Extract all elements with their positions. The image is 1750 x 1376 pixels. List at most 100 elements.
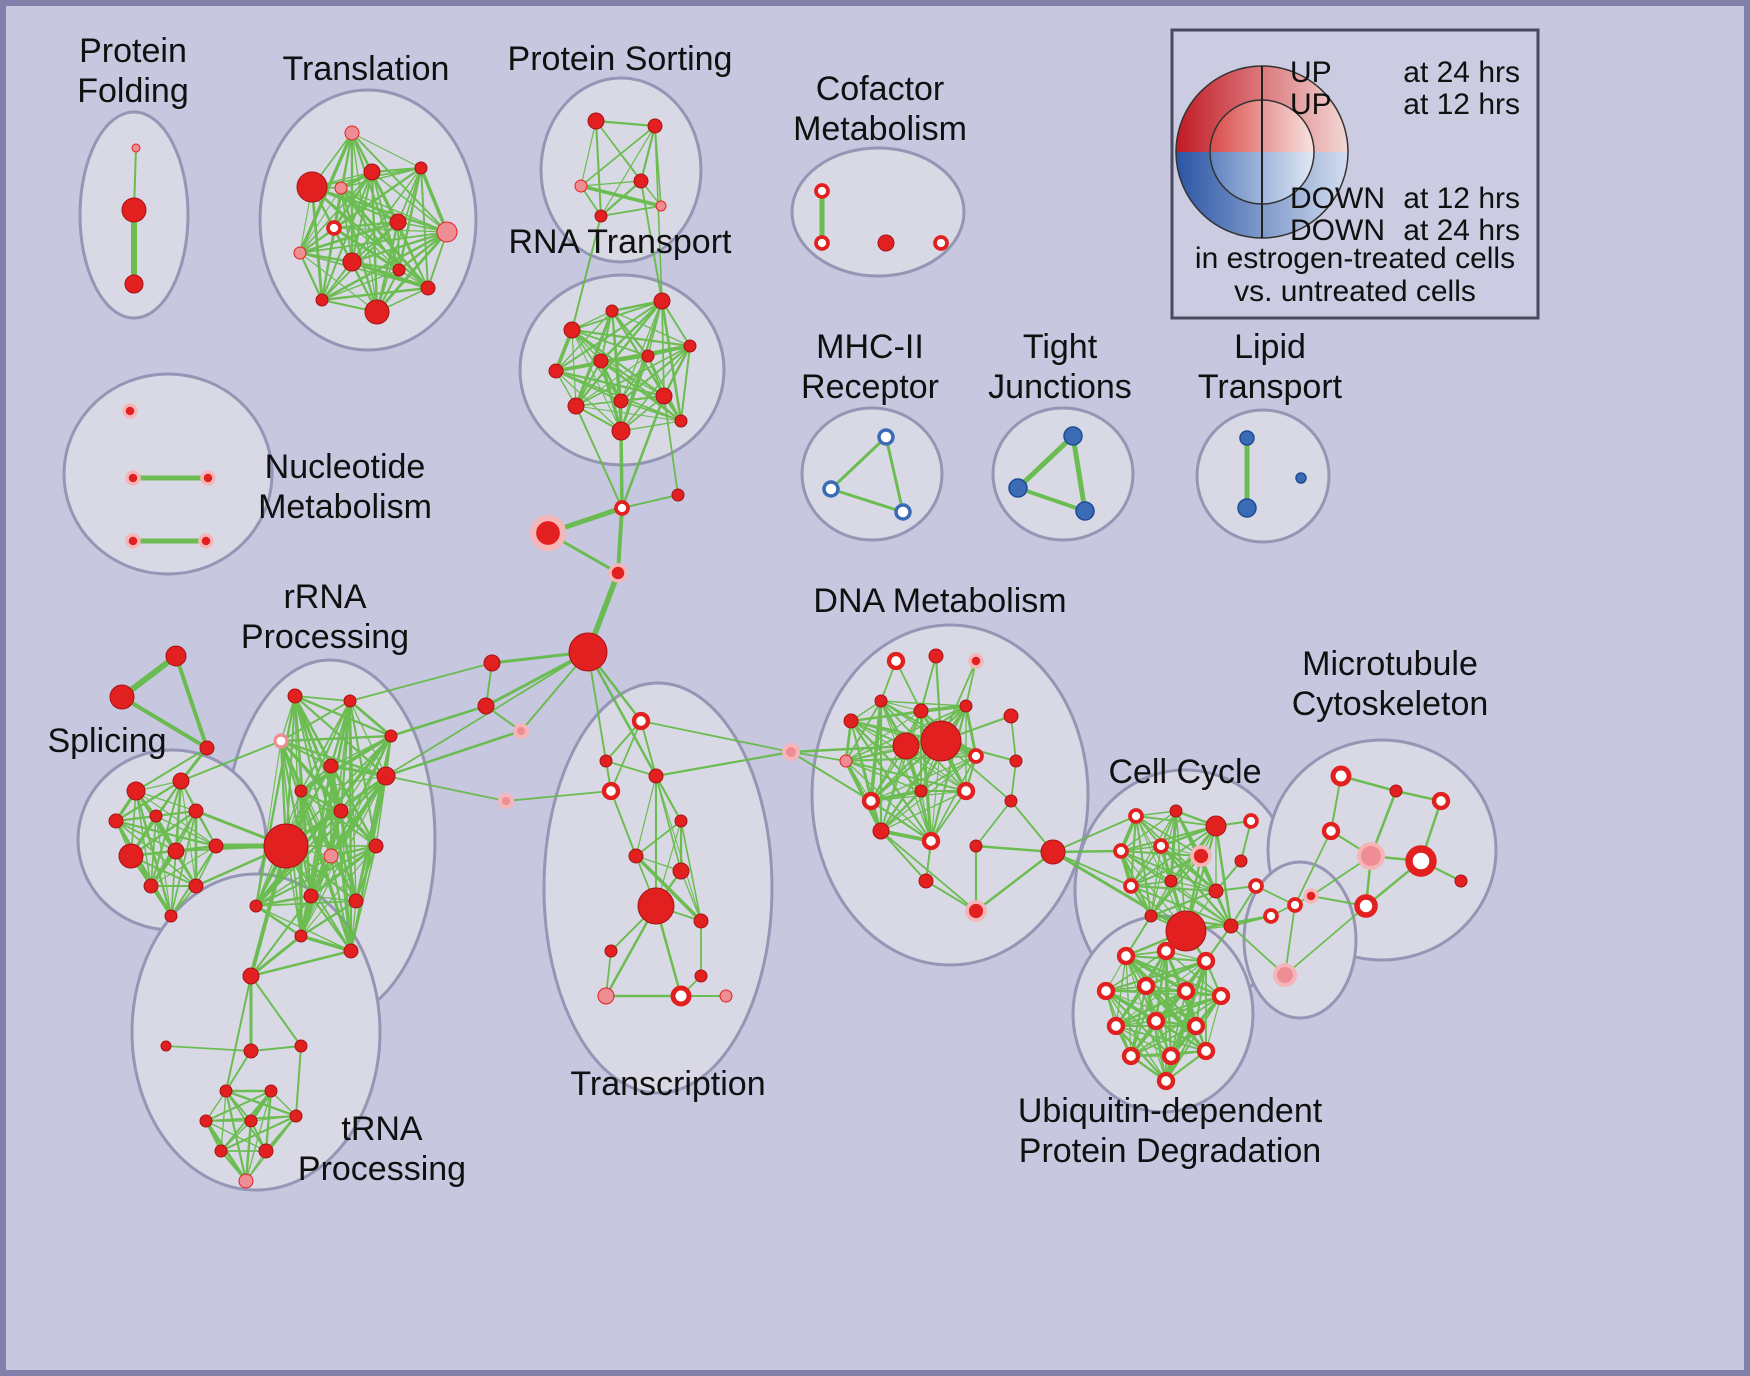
edge-rt3-rt7 bbox=[661, 300, 691, 347]
edge-g1-g4 bbox=[616, 506, 624, 575]
edge-c7-c9 bbox=[1129, 854, 1203, 888]
edge-f3-s1 bbox=[135, 747, 208, 792]
node-u10 bbox=[1186, 1016, 1206, 1036]
node-g8 bbox=[513, 723, 529, 739]
edge-tx3-tx6 bbox=[635, 775, 657, 857]
edge-u7-u8 bbox=[1115, 995, 1222, 1027]
edge-ps1-ps3 bbox=[580, 120, 597, 187]
edge-c10-c11 bbox=[1170, 880, 1217, 892]
edge-rt10-g1 bbox=[620, 394, 666, 510]
edge-tr8-tr10 bbox=[220, 1120, 252, 1152]
node-t11 bbox=[364, 299, 390, 325]
node-d14 bbox=[861, 791, 881, 811]
node-s9 bbox=[143, 878, 159, 894]
node-g1 bbox=[614, 500, 630, 516]
node-rt7 bbox=[683, 339, 697, 353]
edge-u7-u14 bbox=[1165, 995, 1222, 1082]
node-tr1 bbox=[242, 967, 260, 985]
edge-tr4-tr9 bbox=[295, 1045, 302, 1117]
node-rp11 bbox=[368, 838, 384, 854]
cluster-lipid-transport bbox=[1195, 408, 1331, 544]
node-c12 bbox=[1248, 878, 1264, 894]
edge-rt4-rt11 bbox=[555, 370, 622, 432]
cluster-unlabeled-cluster bbox=[1242, 860, 1358, 1020]
node-t14 bbox=[334, 181, 348, 195]
node-d21 bbox=[918, 873, 934, 889]
edge-rp8-rp15 bbox=[340, 810, 352, 952]
edge-rp11-rp12 bbox=[309, 844, 378, 898]
node-nm3 bbox=[200, 470, 216, 486]
node-mt2 bbox=[1389, 784, 1403, 798]
edge-tx4-tx6 bbox=[610, 790, 637, 857]
edge-c15-g15 bbox=[1230, 925, 1286, 976]
cluster-label-ubiquitin-degradation: Protein Degradation bbox=[1019, 1132, 1321, 1170]
edge-tx1-tx3 bbox=[640, 720, 657, 777]
node-tx4 bbox=[601, 781, 621, 801]
node-g14 bbox=[1287, 897, 1303, 913]
node-tx12 bbox=[597, 987, 615, 1005]
edge-tr3-tr4 bbox=[250, 1045, 302, 1052]
node-u9 bbox=[1146, 1011, 1166, 1031]
node-g2 bbox=[529, 514, 567, 552]
edge-tx3-tx7 bbox=[655, 775, 682, 872]
node-d15 bbox=[914, 784, 928, 798]
cluster-label-nucleotide-metabolism: Nucleotide bbox=[265, 448, 426, 486]
node-rp14 bbox=[294, 929, 308, 943]
cluster-label-cell-cycle: Cell Cycle bbox=[1108, 753, 1261, 791]
node-t7 bbox=[342, 252, 362, 272]
edge-d9-d19 bbox=[845, 760, 932, 842]
node-ps6 bbox=[655, 200, 667, 212]
edge-ps2-ps4 bbox=[639, 124, 657, 183]
node-d1 bbox=[886, 651, 906, 671]
node-t4 bbox=[414, 161, 428, 175]
edge-u7-u9 bbox=[1154, 994, 1223, 1023]
edge-t4-t9 bbox=[419, 166, 449, 234]
edge-d5-d14 bbox=[869, 699, 883, 803]
edge-t2-t10 bbox=[310, 185, 324, 302]
node-s6 bbox=[118, 843, 144, 869]
edge-u5-u14 bbox=[1145, 985, 1167, 1082]
edge-u4-u7 bbox=[1105, 990, 1222, 997]
edge-g14-mt4 bbox=[1294, 830, 1332, 906]
node-d22 bbox=[965, 900, 987, 922]
edge-tr8-tr9 bbox=[250, 1115, 297, 1122]
cluster-label-mhc-ii-receptor: MHC-II bbox=[816, 328, 924, 366]
edge-rp5-rp15 bbox=[329, 764, 353, 953]
cluster-label-transcription: Transcription bbox=[570, 1065, 765, 1103]
cluster-label-lipid-transport: Transport bbox=[1198, 368, 1343, 406]
node-tx7 bbox=[672, 862, 690, 880]
node-d13 bbox=[1009, 754, 1023, 768]
edge-rt9-rt12 bbox=[620, 400, 682, 422]
edge-rp4-rp16 bbox=[255, 740, 282, 907]
node-lt1 bbox=[1239, 430, 1255, 446]
edge-rt10-g3 bbox=[663, 395, 679, 496]
node-f3 bbox=[199, 740, 215, 756]
edge-ps1-ps2 bbox=[594, 119, 657, 128]
edge-rp12-rp13 bbox=[310, 895, 357, 902]
edge-rp3-rp4 bbox=[279, 734, 393, 743]
node-c6 bbox=[1153, 838, 1169, 854]
node-g6 bbox=[483, 654, 501, 672]
node-s7 bbox=[167, 842, 185, 860]
node-c1 bbox=[1128, 808, 1144, 824]
node-c14 bbox=[1165, 910, 1207, 952]
node-s2 bbox=[172, 772, 190, 790]
edge-rt6-rt9 bbox=[620, 355, 649, 402]
node-d20 bbox=[969, 839, 983, 853]
edge-rt11-g1 bbox=[619, 429, 624, 510]
node-g5 bbox=[568, 632, 608, 672]
node-s10 bbox=[188, 878, 204, 894]
edge-u3-u5 bbox=[1144, 959, 1208, 988]
node-t1 bbox=[344, 125, 360, 141]
node-layer bbox=[108, 112, 1468, 1189]
edge-s7-s11 bbox=[170, 850, 177, 917]
edge-t4-t10 bbox=[321, 167, 422, 301]
node-ps2 bbox=[647, 118, 663, 134]
cluster-label-rna-transport: RNA Transport bbox=[509, 223, 733, 261]
edge-t3-t9 bbox=[371, 171, 448, 233]
edge-s2-s10 bbox=[180, 780, 197, 887]
edge-d16-d19 bbox=[930, 790, 967, 842]
edge-rp1-rp16 bbox=[254, 694, 297, 908]
